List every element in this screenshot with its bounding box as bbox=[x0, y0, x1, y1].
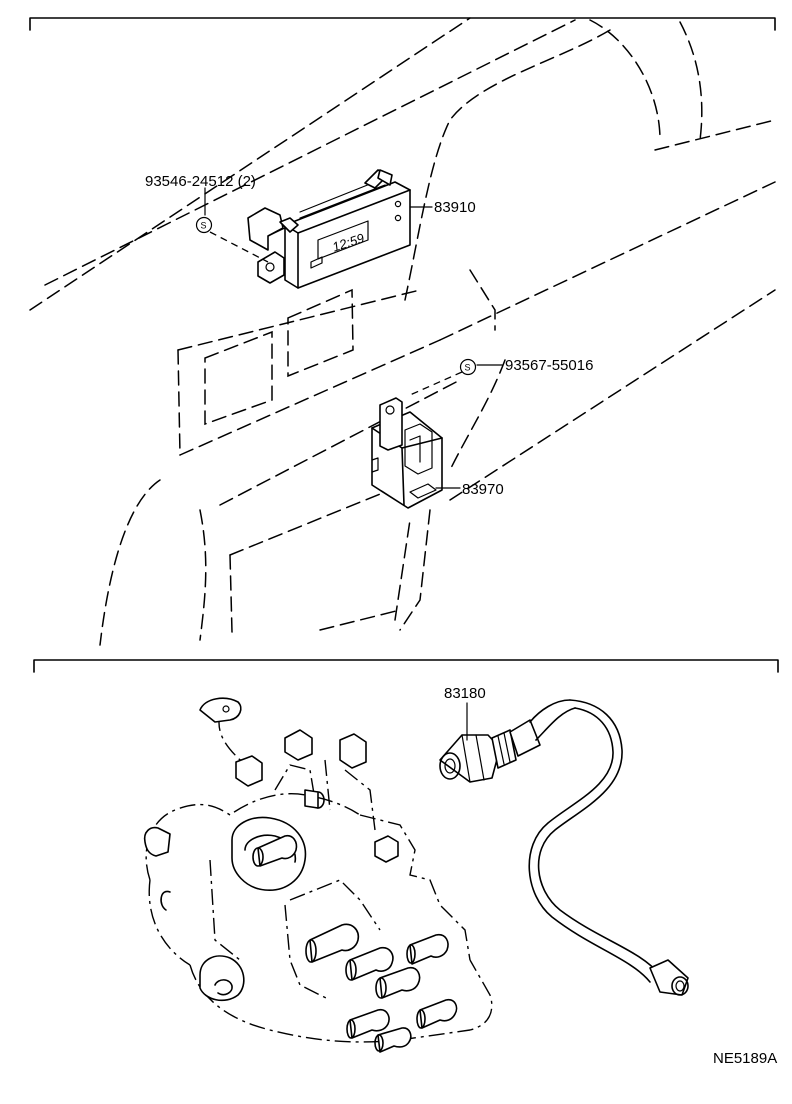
label-screw-b: 93567-55016 bbox=[505, 357, 593, 374]
label-screw-a: 93546-24512 (2) bbox=[145, 173, 256, 190]
screw-s-symbol-a: S bbox=[195, 216, 213, 234]
relay-unit bbox=[371, 397, 443, 509]
dashboard-phantom-outline bbox=[29, 17, 776, 646]
bottom-section-bracket bbox=[33, 659, 779, 673]
svg-text:S: S bbox=[465, 363, 471, 373]
dashboard-openings bbox=[204, 288, 354, 426]
label-clock-assy: 83910 bbox=[434, 199, 476, 216]
screw-s-symbol-b: S bbox=[459, 358, 477, 376]
label-relay: 83970 bbox=[462, 481, 504, 498]
label-sensor: 83180 bbox=[444, 685, 486, 702]
leader-lines-top bbox=[204, 187, 503, 489]
sensor-83180 bbox=[439, 699, 689, 996]
clock-assembly: 12:59 bbox=[247, 169, 411, 289]
top-section-bracket bbox=[29, 17, 776, 31]
injection-pump-details bbox=[143, 697, 458, 1053]
svg-text:S: S bbox=[201, 221, 207, 231]
figure-code: NE5189A bbox=[713, 1050, 777, 1067]
